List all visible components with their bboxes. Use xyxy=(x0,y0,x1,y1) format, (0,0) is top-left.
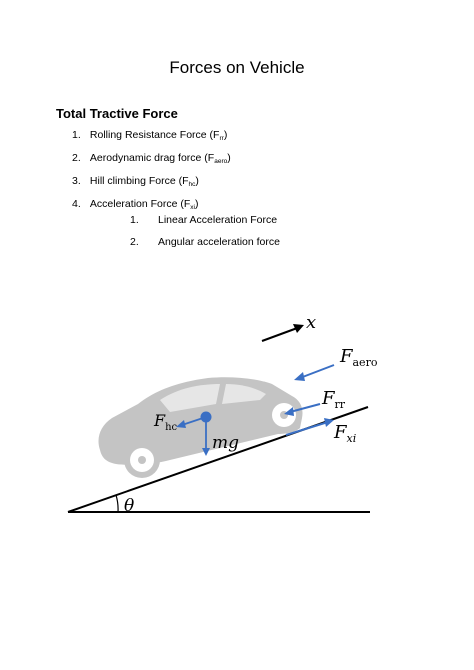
f-hc-label: Fhc xyxy=(153,411,178,433)
f-aero-label: Faero xyxy=(339,346,378,369)
f-rr-arrow xyxy=(289,403,321,413)
theta-label: θ xyxy=(124,496,134,516)
list-item: 1. Rolling Resistance Force (Frr) xyxy=(72,129,228,142)
forces-list: 1. Rolling Resistance Force (Frr) 2. Aer… xyxy=(72,129,231,221)
front-wheel xyxy=(266,397,302,433)
list-item: 3. Hill climbing Force (Fhc) xyxy=(72,175,199,188)
f-hc-arrow xyxy=(181,416,207,426)
vehicle-forces-diagram: θ x Faero Frr Fxi Fhc mg xyxy=(67,312,378,516)
rear-wheel xyxy=(124,442,160,478)
angle-arc xyxy=(115,494,119,513)
list-item: 4. Acceleration Force (Fxi) xyxy=(72,198,199,211)
f-aero-arrow xyxy=(299,364,335,379)
list-item: 2. Angular acceleration force xyxy=(130,236,280,248)
x-direction-arrow xyxy=(261,326,301,342)
x-arrowhead xyxy=(293,324,304,333)
car-silhouette xyxy=(98,377,303,465)
acceleration-sublist: 1. Linear Acceleration Force 2. Angular … xyxy=(130,214,280,258)
mg-label: mg xyxy=(212,433,239,453)
list-item: 2. Aerodynamic drag force (Faero) xyxy=(72,152,231,165)
f-rr-label: Frr xyxy=(321,388,346,411)
x-label: x xyxy=(306,312,316,333)
list-item: 1. Linear Acceleration Force xyxy=(130,214,278,226)
f-xi-label: Fxi xyxy=(333,422,356,445)
page-title: Forces on Vehicle xyxy=(169,58,305,77)
section-heading: Total Tractive Force xyxy=(56,106,178,121)
f-xi-arrow xyxy=(285,421,329,436)
